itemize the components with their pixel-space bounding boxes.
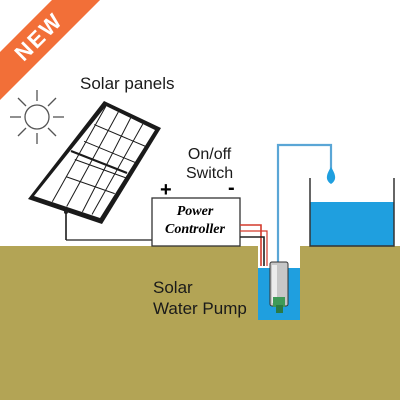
switch-label-line1: On/off [187,146,232,163]
positive-terminal: + [160,179,172,201]
tank-water [310,202,394,246]
solar-water-pump-label: Solar Water Pump [153,277,247,319]
pump-label-line1: Solar [153,278,193,297]
solar-panel-icon [28,101,161,240]
switch-label-line2: Switch [186,165,234,182]
power-controller-box [151,197,241,247]
wire-red [240,224,262,266]
delivery-pipe [276,143,333,262]
wire-red-2 [240,230,268,266]
wire-black [240,236,265,266]
sun-icon [10,90,64,144]
water-drop-icon [326,167,336,184]
pump-icon [269,261,289,313]
water-tank [309,178,395,247]
negative-terminal: - [228,177,235,199]
pump-label-line2: Water Pump [153,299,247,318]
controller-label-line2: Controller [165,222,225,237]
on-off-switch-label: On/off Switch [186,145,233,183]
power-controller-label: Power Controller [152,203,238,239]
solar-panels-label: Solar panels [80,74,175,93]
controller-label-line1: Power [176,204,214,219]
ground [0,246,400,400]
panel-wire [65,212,152,241]
